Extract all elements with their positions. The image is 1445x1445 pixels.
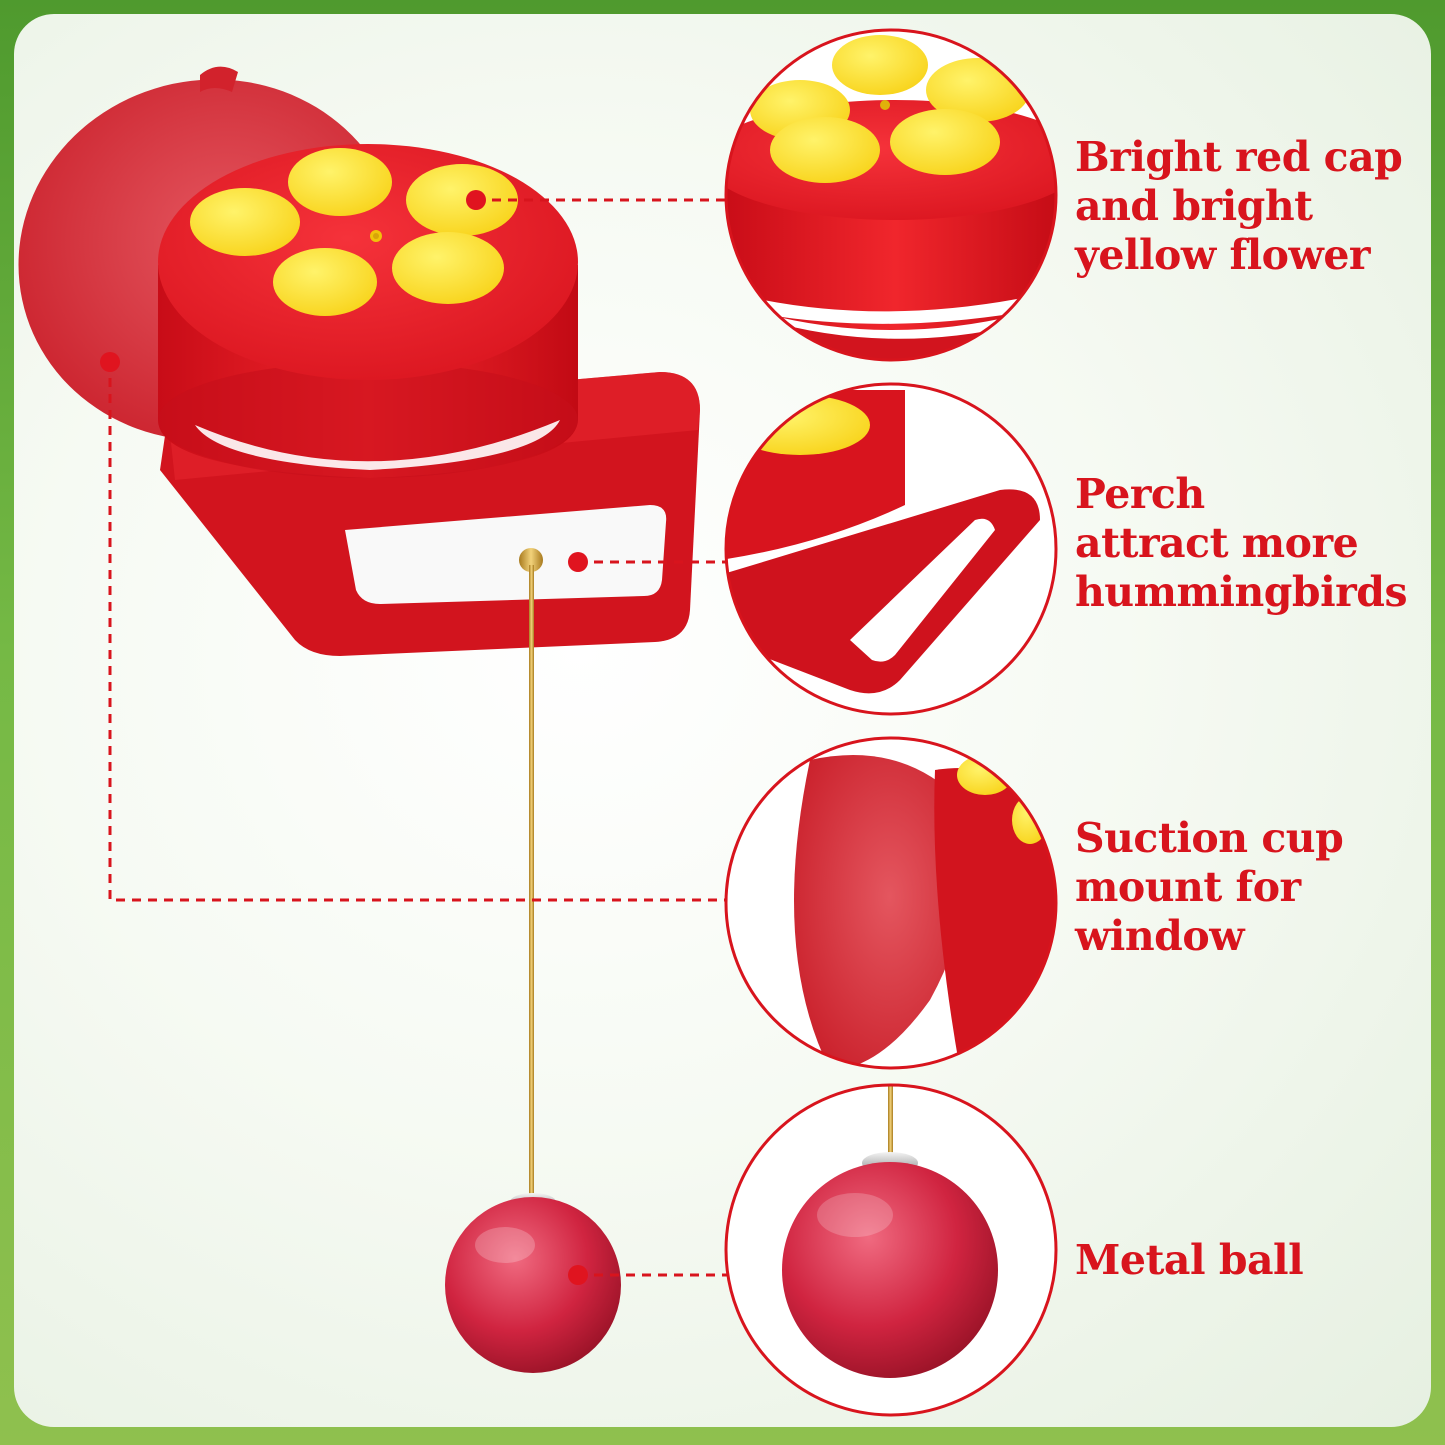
callout-cap-line-1: Bright red cap [1075, 133, 1403, 181]
dot-suction [100, 352, 120, 372]
callout-perch-label: Perch attract more hummingbirds [1075, 470, 1408, 617]
detail-circle-perch [724, 382, 1058, 716]
callout-cap-line-2: and bright [1075, 182, 1313, 230]
callout-ball-line-1: Metal ball [1075, 1236, 1304, 1284]
callout-perch-line-3: hummingbirds [1075, 568, 1408, 616]
callout-lines [108, 198, 728, 1277]
callout-cap-line-3: yellow flower [1075, 231, 1371, 279]
detail-circle-cap [724, 28, 1058, 362]
detail-circle-suction [724, 736, 1058, 1070]
callout-suction-line-2: mount for [1075, 863, 1301, 911]
detail-circle-ball [724, 1083, 1058, 1417]
callout-suction-line-1: Suction cup [1075, 814, 1344, 862]
feeder-main [18, 66, 700, 1373]
callout-perch-line-1: Perch [1075, 470, 1205, 518]
callout-perch-line-2: attract more [1075, 519, 1359, 567]
brass-rod [519, 548, 543, 1205]
callout-suction-line-3: window [1075, 912, 1245, 960]
dot-perch [568, 552, 588, 572]
callout-cap-label: Bright red cap and bright yellow flower [1075, 133, 1403, 280]
callout-dots [100, 190, 588, 1285]
callout-ball-label: Metal ball [1075, 1236, 1304, 1285]
flower-ports [190, 148, 518, 316]
dot-ball [568, 1265, 588, 1285]
callout-suction-label: Suction cup mount for window [1075, 814, 1344, 961]
metal-ball [445, 1193, 621, 1373]
dot-cap [466, 190, 486, 210]
